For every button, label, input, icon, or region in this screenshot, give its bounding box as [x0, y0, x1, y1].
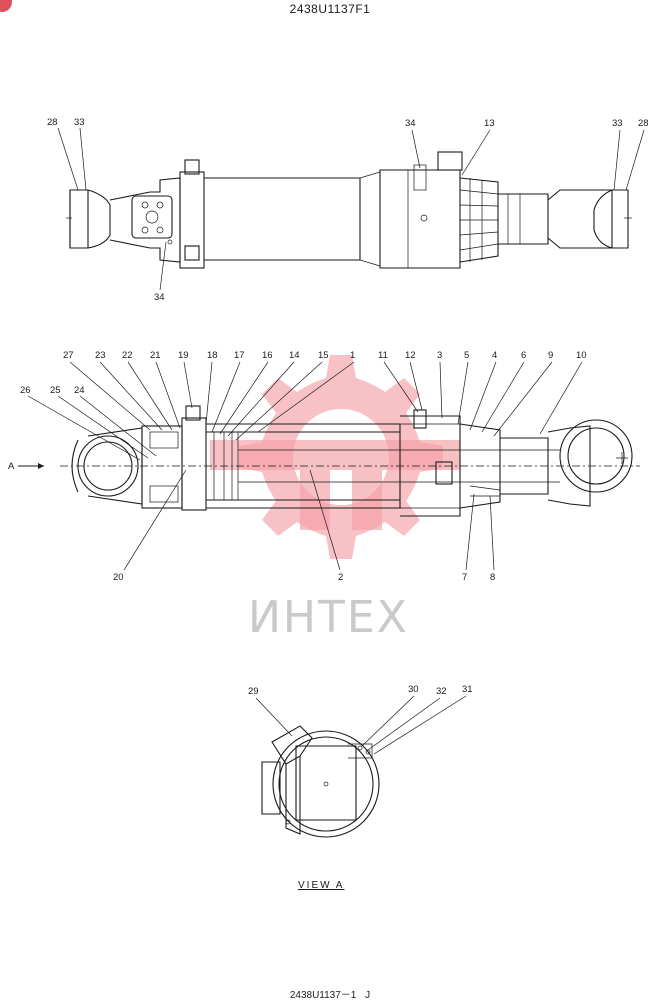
callout-15: 15 [318, 350, 329, 361]
callout-34-bottom: 34 [154, 292, 165, 303]
callout-13: 13 [484, 118, 495, 129]
end-view-callouts: 29 30 32 31 [248, 684, 473, 755]
callout-26: 26 [20, 385, 31, 396]
callout-5: 5 [464, 350, 469, 361]
callout-7: 7 [462, 572, 467, 583]
callout-20: 20 [113, 572, 124, 583]
callout-30: 30 [408, 684, 419, 695]
callout-18: 18 [207, 350, 218, 361]
callout-6: 6 [521, 350, 526, 361]
callout-29: 29 [248, 686, 259, 697]
callout-3: 3 [437, 350, 442, 361]
corner-badge [0, 0, 12, 12]
section-callouts-top: 27 23 22 21 19 18 17 16 14 15 1 11 12 3 … [63, 350, 587, 441]
callout-25: 25 [50, 385, 61, 396]
callout-14: 14 [289, 350, 300, 361]
footer-code: 2438U1137－1 [289, 990, 357, 1001]
end-view [261, 725, 380, 838]
callout-10: 10 [576, 350, 587, 361]
callout-19: 19 [178, 350, 189, 361]
callout-34-top: 34 [405, 118, 416, 129]
callout-22: 22 [122, 350, 133, 361]
drawing-code-header: 2438U1137F1 [289, 2, 371, 16]
callout-16: 16 [262, 350, 273, 361]
callout-28-left: 28 [47, 117, 58, 128]
callout-9: 9 [548, 350, 553, 361]
footer-mark: J [365, 990, 371, 1001]
callout-2: 2 [338, 572, 343, 583]
callout-32: 32 [436, 686, 447, 697]
callout-24: 24 [74, 385, 85, 396]
top-view [66, 151, 632, 269]
section-arrow-label: A [8, 461, 15, 472]
callout-33-right: 33 [612, 118, 623, 129]
callout-33-left: 33 [74, 117, 85, 128]
callout-8: 8 [490, 572, 495, 583]
section-callouts-left: 26 25 24 [20, 385, 157, 461]
callout-4: 4 [492, 350, 497, 361]
callout-1: 1 [350, 350, 355, 361]
section-view [60, 405, 640, 517]
callout-28-right: 28 [638, 118, 649, 129]
callout-12: 12 [405, 350, 416, 361]
section-arrow-a: A [8, 461, 44, 472]
top-view-callouts: 28 33 34 13 33 28 34 [47, 117, 649, 303]
section-callouts-bottom: 20 2 7 8 [113, 469, 495, 583]
view-a-label: VIEW A [298, 880, 345, 891]
watermark-text: ИНТЕХ [248, 592, 409, 643]
callout-23: 23 [95, 350, 106, 361]
callout-11: 11 [378, 350, 388, 361]
callout-27: 27 [63, 350, 74, 361]
callout-31: 31 [462, 684, 473, 695]
callout-17: 17 [234, 350, 245, 361]
callout-21: 21 [150, 350, 161, 361]
drawing-code-footer: 2438U1137－1 J [0, 986, 660, 1001]
